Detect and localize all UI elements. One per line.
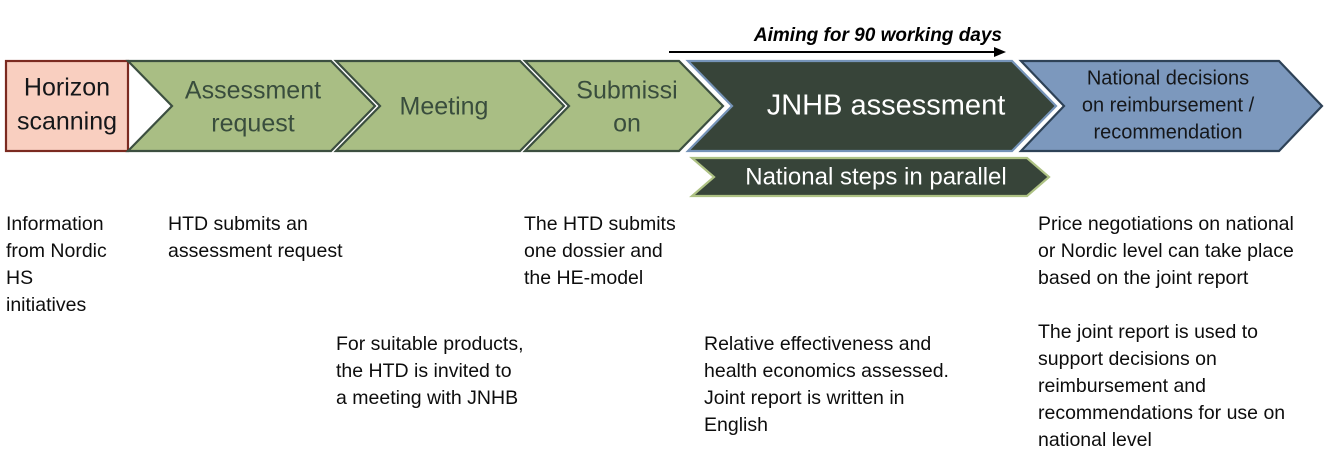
- stage-national-decisions-label-line3: recommendation: [1094, 121, 1243, 143]
- caption-assessment-request: HTD submits an assessment request: [168, 213, 343, 262]
- parallel-bar-national-steps[interactable]: National steps in parallel: [689, 156, 1051, 198]
- stage-horizon-scanning[interactable]: Horizon scanning: [4, 59, 130, 153]
- right-arrow-icon: [994, 47, 1006, 57]
- caption-meeting: For suitable products, the HTD is invite…: [336, 333, 524, 409]
- stage-meeting-shape: [333, 59, 566, 153]
- caption-submission: The HTD submits one dossier and the HE-m…: [524, 213, 676, 289]
- caption-price-negotiations: Price negotiations on national or Nordic…: [1038, 213, 1294, 289]
- caption-horizon-scanning: Information from Nordic HS initiatives: [6, 213, 107, 316]
- stage-assessment-request-label-line2: request: [211, 110, 294, 138]
- stage-national-decisions-shape: [1018, 59, 1324, 153]
- aiming-arrow-group: Aiming for 90 working days: [669, 25, 1006, 57]
- stage-meeting[interactable]: Meeting: [333, 59, 566, 153]
- stage-submission[interactable]: Submissi on: [522, 59, 725, 153]
- aiming-arrow-label: Aiming for 90 working days: [753, 25, 1002, 46]
- caption-joint-report: The joint report is used to support deci…: [1038, 321, 1286, 451]
- stage-assessment-request-shape: [125, 59, 377, 153]
- stage-jnhb-assessment[interactable]: JNHB assessment: [685, 59, 1058, 153]
- stage-meeting-label: Meeting: [400, 93, 489, 121]
- process-flow-diagram: Aiming for 90 working days Horizon scann…: [4, 25, 1324, 198]
- stage-jnhb-assessment-label: JNHB assessment: [767, 90, 1006, 122]
- stage-assessment-request-label-line1: Assessment: [185, 77, 321, 105]
- stage-horizon-scanning-label-line2: scanning: [17, 108, 117, 136]
- stage-assessment-request[interactable]: Assessment request: [125, 59, 377, 153]
- stage-horizon-scanning-shape: [4, 59, 130, 153]
- stage-submission-shape: [522, 59, 725, 153]
- stage-national-decisions-label-line2: on reimbursement /: [1082, 94, 1255, 116]
- parallel-bar-label: National steps in parallel: [745, 163, 1006, 190]
- stage-national-decisions[interactable]: National decisions on reimbursement / re…: [1018, 59, 1324, 153]
- parallel-bar-shape: [689, 156, 1051, 198]
- caption-jnhb-assessment: Relative effectiveness and health econom…: [704, 333, 949, 436]
- stage-submission-label-line2: on: [613, 110, 641, 138]
- stage-national-decisions-label-line1: National decisions: [1087, 67, 1249, 89]
- stage-jnhb-assessment-shape: [685, 59, 1058, 153]
- stage-horizon-scanning-label-line1: Horizon: [24, 74, 110, 102]
- stage-submission-label-line1: Submissi: [576, 77, 677, 105]
